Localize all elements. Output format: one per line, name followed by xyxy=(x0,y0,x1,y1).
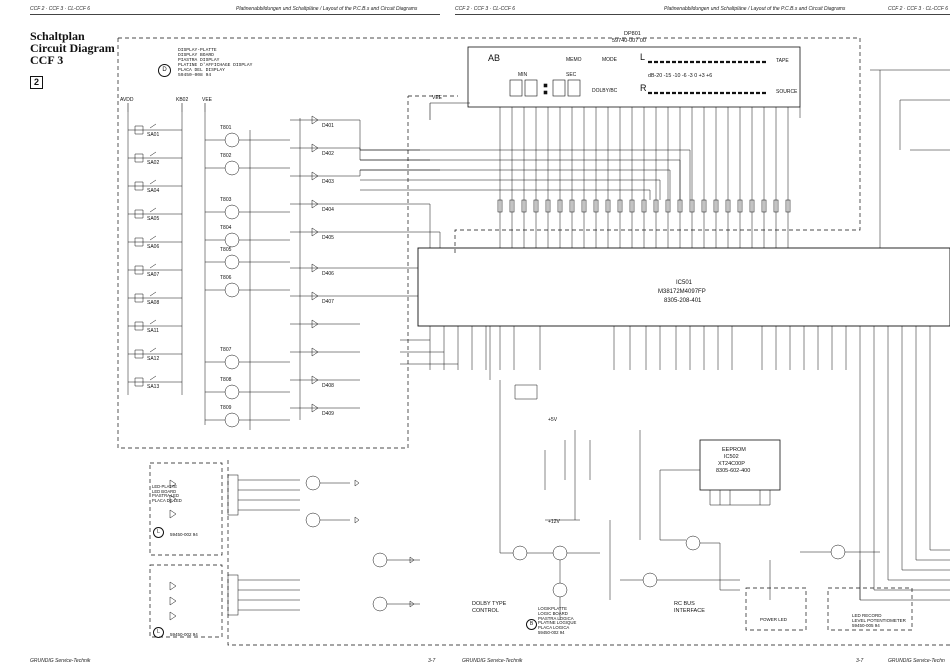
display-l: L xyxy=(640,52,646,62)
page-title: Schaltplan Circuit Diagram CCF 3 xyxy=(30,30,115,66)
ic501-part: M38172M4097FP xyxy=(658,289,706,295)
transistor-label: T807 xyxy=(220,347,232,353)
led-label: D407 xyxy=(322,299,334,305)
led-label: D402 xyxy=(322,151,334,157)
display-board-label: DISPLAY-PLATTE DISPLAY BOARD PIASTRA DIS… xyxy=(178,48,253,78)
footer-center: GRUNDIG Service-Technik xyxy=(462,658,523,664)
display-min: MIN xyxy=(518,72,528,78)
switch-label: SA02 xyxy=(147,160,160,166)
transistor-label: T809 xyxy=(220,405,232,411)
board-outlines xyxy=(117,37,950,646)
logic-board-label: LOGIKPLATTE LOGIC BOARD PIASTRA LOGICA P… xyxy=(538,606,577,635)
switch-label: SA11 xyxy=(147,328,159,334)
ic501-code: 8305-208-401 xyxy=(664,298,702,304)
led-label: D409 xyxy=(322,411,334,417)
footer-page-right: 3-7 xyxy=(856,658,864,664)
rail-vee: VEE xyxy=(202,97,213,103)
led-label: D404 xyxy=(322,207,334,213)
ic501-bottom-pins xyxy=(429,326,931,370)
rail-avdd: AVDD xyxy=(120,97,134,103)
transistor-label: T803 xyxy=(220,197,232,203)
rail-kb02: KB02 xyxy=(176,97,189,103)
header-left: CCF 2 · CCF 3 · CL-CCF 6 xyxy=(30,6,91,12)
display-db-scale: dB-20 -15 -10 -6 -3 0 +3 +6 xyxy=(648,73,713,79)
switch-label: SA06 xyxy=(147,244,160,250)
display-board-marker: D xyxy=(158,64,171,77)
rail-vee-2: VEE xyxy=(432,95,443,101)
header-rule-left xyxy=(30,14,440,15)
header-mid: CCF 2 · CCF 3 · CL-CCF 6 xyxy=(455,6,516,12)
transistor-ladder xyxy=(205,115,440,430)
display-mode: MODE xyxy=(602,57,617,63)
footer-page-left: 3-7 xyxy=(428,658,436,664)
title-line-2: Circuit Diagram xyxy=(30,41,115,55)
led-label: D401 xyxy=(322,123,334,129)
transistor-label: T801 xyxy=(220,125,232,131)
dolby-rc-section xyxy=(489,326,880,620)
ic501-right-lines xyxy=(859,69,950,601)
title-line-1: Schaltplan xyxy=(30,29,85,43)
header-rule-right xyxy=(455,14,950,15)
rail-plus5v: +5V xyxy=(548,417,558,423)
transistor-label: T808 xyxy=(220,377,232,383)
title-line-3: CCF 3 xyxy=(30,53,64,67)
switch-label: SA04 xyxy=(147,188,160,194)
led-record-label: LED RECORD LEVEL POTENTIOMETER 59450-005… xyxy=(852,613,906,628)
led-label: D408 xyxy=(322,383,334,389)
display-resistors xyxy=(497,199,791,213)
ic501-ref: IC501 xyxy=(676,280,693,286)
display-ab: AB xyxy=(488,53,501,63)
led-label: D406 xyxy=(322,271,334,277)
transistor-label: T806 xyxy=(220,275,232,281)
header-center-right: Platinenabbildungen und Schaltpläne / La… xyxy=(664,6,846,12)
header-center-left: Platinenabbildungen und Schaltpläne / La… xyxy=(236,6,418,12)
display-source: SOURCE xyxy=(776,89,798,95)
footer-left: GRUNDIG Service-Technik xyxy=(30,658,91,664)
led-board-marker-1: L xyxy=(153,527,164,538)
power-led-label: POWER LED xyxy=(760,617,788,622)
ic502-line3: XT24C00P xyxy=(718,461,745,467)
header-right: CCF 2 · CCF 3 · CL-CCF 6 xyxy=(888,6,949,12)
display-sec: SEC xyxy=(566,72,577,78)
ic502-line1: EEPROM xyxy=(722,447,746,453)
ic501-body xyxy=(417,247,950,327)
switch-label: SA07 xyxy=(147,272,160,278)
display-panel xyxy=(467,46,801,108)
ladder-bus xyxy=(360,149,691,365)
switch-label: SA01 xyxy=(147,132,160,138)
switch-label: SA13 xyxy=(147,384,160,390)
dolby-type-control-label: DOLBY TYPE CONTROL xyxy=(472,601,507,614)
logic-board-marker: B xyxy=(526,619,537,630)
led-board-label: LED-PLATTE LED BOARD PIASTRA LED PLACA D… xyxy=(152,484,182,503)
switch-matrix xyxy=(127,112,206,425)
led-label: D403 xyxy=(322,179,334,185)
ic502-line4: 8305-602-400 xyxy=(716,468,751,474)
ic502-body xyxy=(699,439,781,491)
led-board-code-2: 59450-002 94 xyxy=(170,632,198,637)
display-memo: MEMO xyxy=(566,57,582,63)
transistor-label: T802 xyxy=(220,153,232,159)
display-r: R xyxy=(640,83,647,93)
led-label: D405 xyxy=(322,235,334,241)
ic502-line2: IC502 xyxy=(724,454,739,460)
display-pin-lines xyxy=(499,107,801,248)
page-number-box: 2 xyxy=(30,76,43,89)
switch-label: SA12 xyxy=(147,356,160,362)
rail-plus12v: +12V xyxy=(548,519,560,525)
footer-right: GRUNDIG Service-Techn xyxy=(888,658,945,664)
display-part: 59740-007 00 xyxy=(612,38,646,44)
led-board-code-1: 59450-002 94 xyxy=(170,532,198,537)
led-board-marker-2: L xyxy=(153,627,164,638)
display-ref: DP801 xyxy=(624,31,641,37)
display-dolby: DOLBY/BC xyxy=(592,88,618,94)
transistor-label: T804 xyxy=(220,225,232,231)
rc-bus-interface-label: RC BUS INTERFACE xyxy=(674,601,705,614)
switch-label: SA05 xyxy=(147,216,160,222)
transistor-label: T805 xyxy=(220,247,232,253)
switch-label: SA08 xyxy=(147,300,160,306)
led-boards xyxy=(169,474,420,621)
display-tape: TAPE xyxy=(776,58,789,64)
